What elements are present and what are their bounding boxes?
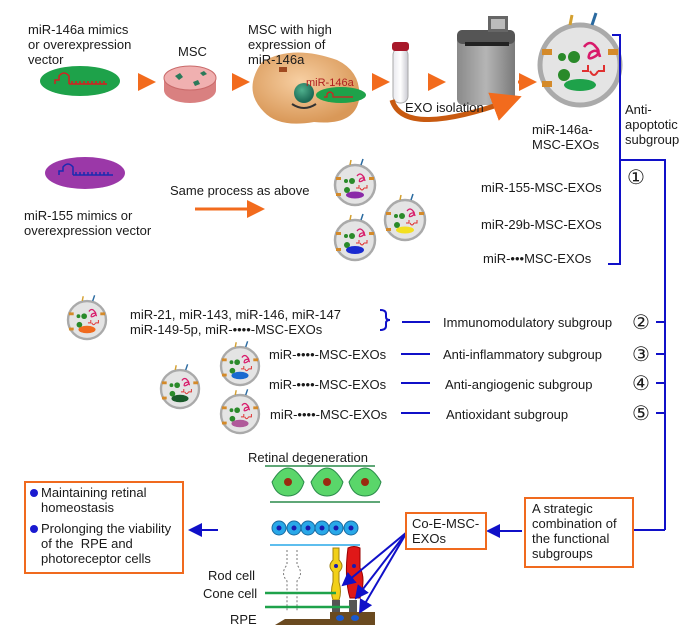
exosome-antiinflam-icon bbox=[219, 340, 261, 387]
msc-cell-icon bbox=[252, 52, 366, 124]
antioxidant-exo-label: miR-••••-MSC-EXOs bbox=[270, 407, 388, 422]
mir146a-mimic-label: miR-146a mimics or overexpression vector bbox=[28, 22, 132, 67]
exo-other-label: miR-•••MSC-EXOs bbox=[483, 251, 592, 266]
test-tube-icon bbox=[392, 42, 409, 104]
exosome-antioxidant-icon bbox=[219, 388, 261, 435]
outcome-item: Prolonging the viability of the RPE and … bbox=[30, 521, 178, 566]
cone-cell-label: Cone cell bbox=[203, 586, 258, 601]
exosome-antiangio-icon bbox=[159, 363, 201, 410]
exosome-155-icon bbox=[333, 157, 377, 207]
outcome-item: Maintaining retinal homeostasis bbox=[30, 485, 178, 515]
same-process-label: Same process as above bbox=[170, 183, 310, 198]
outcome-text: Maintaining retinal homeostasis bbox=[41, 485, 147, 515]
msc-high-expression-label: MSC with high expression of miR-146a bbox=[248, 22, 332, 67]
subgroup-1-label: Anti-apoptotic subgroup bbox=[625, 102, 680, 147]
exo-29b-label: miR-29b-MSC-EXOs bbox=[481, 217, 602, 232]
retina-title: Retinal degeneration bbox=[248, 450, 368, 465]
exosome-29b-icon bbox=[383, 192, 427, 242]
cell-mirna-label: miR-146a bbox=[306, 77, 354, 89]
rpe-label: RPE bbox=[230, 612, 257, 627]
exo-146a-label: miR-146a-MSC-EXOs bbox=[532, 122, 600, 152]
immuno-exo-label: miR-21, miR-143, miR-146, miR-147 miR-14… bbox=[130, 307, 341, 337]
exosome-other-icon bbox=[333, 212, 377, 262]
exosome-immuno-icon bbox=[66, 294, 108, 341]
msc-petri-dish-icon bbox=[163, 65, 217, 103]
mir155-mimic-label: miR-155 mimics or overexpression vector bbox=[24, 208, 152, 238]
antiangio-exo-label: miR-••••-MSC-EXOs bbox=[269, 377, 387, 392]
subgroup-4-number: ④ bbox=[632, 371, 650, 395]
isolation-machine-icon bbox=[457, 16, 515, 105]
exosome-146a-icon bbox=[540, 13, 620, 105]
msc-label: MSC bbox=[178, 44, 207, 59]
antiinflam-exo-label: miR-••••-MSC-EXOs bbox=[269, 347, 387, 362]
exo-155-label: miR-155-MSC-EXOs bbox=[481, 180, 602, 195]
subgroup-5-label: Antioxidant subgroup bbox=[446, 407, 569, 422]
subgroup-5-number: ⑤ bbox=[632, 401, 650, 425]
outcome-text: Prolonging the viability of the RPE and … bbox=[41, 521, 175, 566]
subgroup-3-label: Anti-inflammatory subgroup bbox=[443, 347, 602, 362]
subgroup-3-number: ③ bbox=[632, 342, 650, 366]
strategic-box-text: A strategic combination of the functiona… bbox=[532, 501, 617, 561]
outcomes-box: Maintaining retinal homeostasis Prolongi… bbox=[24, 481, 184, 574]
subgroup-4-label: Anti-angiogenic subgroup bbox=[445, 377, 593, 392]
coe-box-text: Co-E-MSC-EXOs bbox=[412, 516, 480, 546]
exo-isolation-label: EXO isolation bbox=[405, 100, 484, 115]
bullet-icon bbox=[30, 489, 38, 497]
coe-msc-exos-box: Co-E-MSC-EXOs bbox=[405, 512, 487, 550]
subgroup-2-label: Immunomodulatory subgroup bbox=[443, 315, 613, 330]
subgroup-2-number: ② bbox=[632, 310, 650, 334]
strategic-combination-box: A strategic combination of the functiona… bbox=[524, 497, 634, 568]
mir155-vector-icon bbox=[45, 157, 125, 189]
subgroup-1-number: ① bbox=[627, 165, 645, 189]
rod-cell-label: Rod cell bbox=[208, 568, 255, 583]
retina-illustration bbox=[265, 465, 382, 625]
bullet-icon bbox=[30, 525, 38, 533]
